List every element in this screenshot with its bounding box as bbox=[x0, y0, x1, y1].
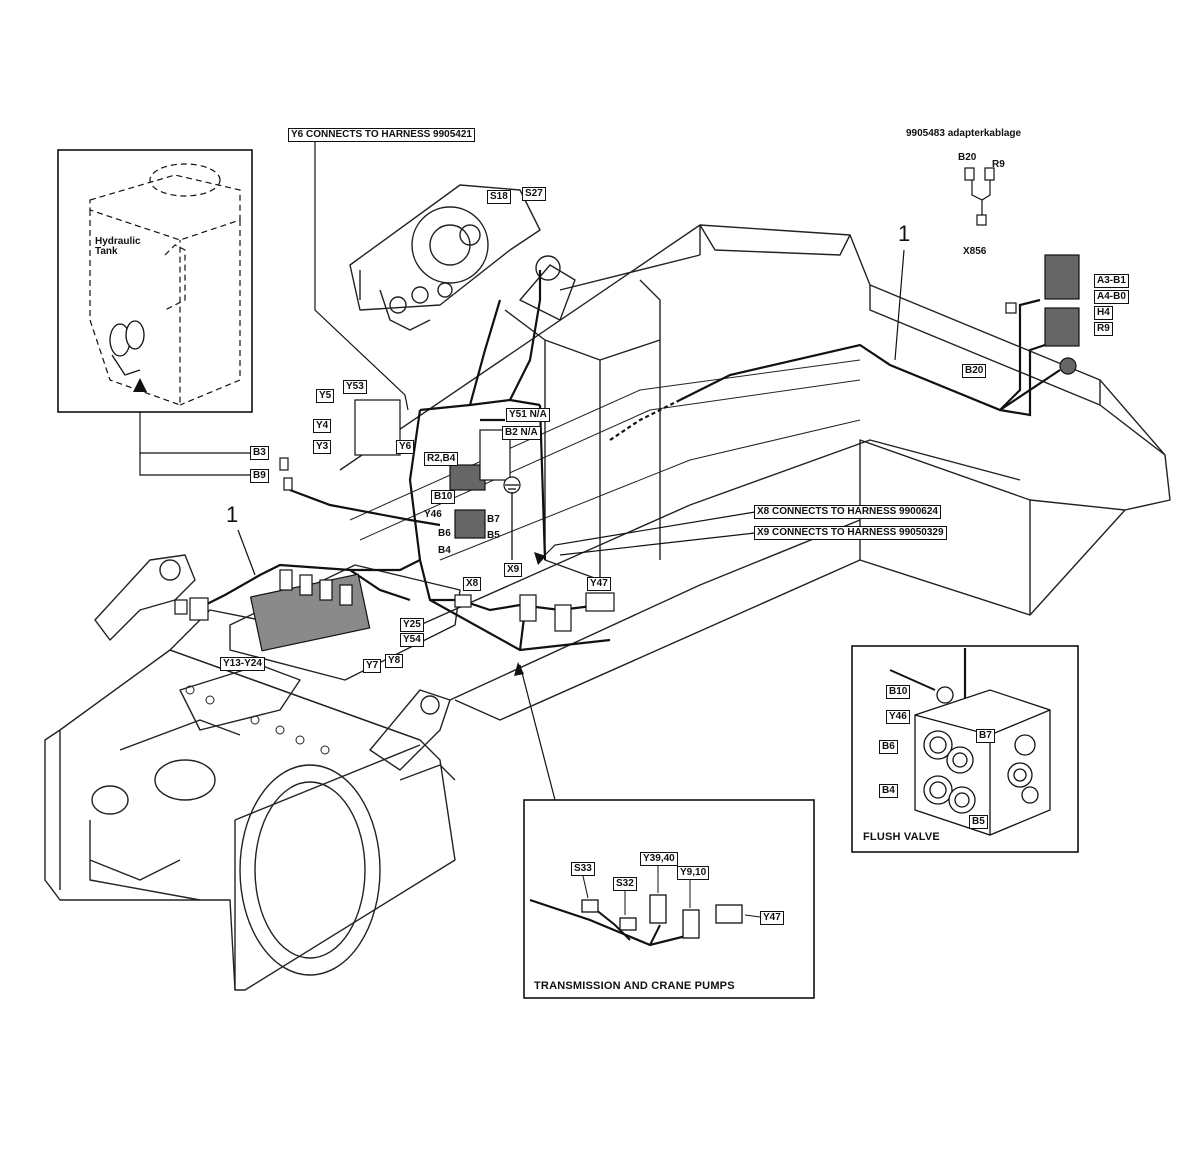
adapter-b20: B20 bbox=[958, 152, 977, 163]
pumps-label-y39-40: Y39,40 bbox=[640, 852, 678, 866]
label-b2: B2 N/A bbox=[502, 426, 541, 440]
pumps-label-y47: Y47 bbox=[760, 911, 784, 925]
label-y47: Y47 bbox=[587, 577, 611, 591]
flush-label-y46: Y46 bbox=[886, 710, 910, 724]
flush-label-b6: B6 bbox=[879, 740, 898, 754]
label-b6: B6 bbox=[438, 528, 451, 539]
hydraulic-tank-inset bbox=[57, 149, 253, 413]
label-x8: X8 bbox=[463, 577, 482, 591]
pumps-inset bbox=[523, 799, 815, 999]
adapter-title: 9905483 adapterkablage bbox=[906, 128, 1022, 139]
label-y4: Y4 bbox=[313, 419, 332, 433]
pumps-label-y9-10: Y9,10 bbox=[677, 866, 710, 880]
label-s27: S27 bbox=[522, 187, 546, 201]
label-y53: Y53 bbox=[343, 380, 367, 394]
rear-frame-outline bbox=[339, 224, 1171, 721]
front-frame-outline bbox=[44, 649, 456, 991]
label-y8: Y8 bbox=[385, 654, 404, 668]
label-y25: Y25 bbox=[400, 618, 424, 632]
label-y54: Y54 bbox=[400, 633, 424, 647]
label-b7: B7 bbox=[487, 514, 500, 525]
label-r9: R9 bbox=[1094, 322, 1113, 336]
adapter-r9: R9 bbox=[992, 159, 1005, 170]
callout-1-left: 1 bbox=[226, 502, 239, 527]
hinge-brackets bbox=[94, 554, 456, 781]
label-a4-b0: A4-B0 bbox=[1094, 290, 1129, 304]
pumps-caption: TRANSMISSION AND CRANE PUMPS bbox=[534, 980, 735, 992]
label-x9: X9 bbox=[504, 563, 523, 577]
label-r2b4: R2,B4 bbox=[424, 452, 459, 466]
label-s18: S18 bbox=[487, 190, 511, 204]
label-y51: Y51 N/A bbox=[506, 408, 550, 422]
flush-label-b4: B4 bbox=[879, 784, 898, 798]
label-b9: B9 bbox=[250, 469, 269, 483]
label-y7: Y7 bbox=[363, 659, 382, 673]
x8-harness-note: X8 CONNECTS TO HARNESS 9900624 bbox=[754, 505, 941, 519]
pump-gearbox bbox=[349, 184, 541, 331]
flush-label-b7: B7 bbox=[976, 729, 995, 743]
frame-rails bbox=[349, 359, 861, 561]
ground-symbol-icon bbox=[505, 484, 519, 560]
flush-label-b5: B5 bbox=[969, 815, 988, 829]
hydraulic-tank-title: Hydraulic Tank bbox=[95, 236, 141, 257]
label-h4: H4 bbox=[1094, 306, 1113, 320]
front-plate-holes bbox=[185, 685, 330, 755]
adapter-x856: X856 bbox=[963, 246, 987, 257]
label-b5: B5 bbox=[487, 530, 500, 541]
label-y3: Y3 bbox=[313, 440, 332, 454]
label-b20: B20 bbox=[962, 364, 987, 378]
label-a3-b1: A3-B1 bbox=[1094, 274, 1129, 288]
label-y6: Y6 bbox=[396, 440, 415, 454]
callout-1-right: 1 bbox=[898, 221, 911, 246]
pumps-label-s32: S32 bbox=[613, 877, 637, 891]
label-b4: B4 bbox=[438, 545, 451, 556]
label-y5: Y5 bbox=[316, 389, 335, 403]
label-b10: B10 bbox=[431, 490, 456, 504]
label-y13-y24: Y13-Y24 bbox=[220, 657, 265, 671]
flush-valve-caption: FLUSH VALVE bbox=[863, 831, 940, 843]
pumps-label-s33: S33 bbox=[571, 862, 595, 876]
frame-column bbox=[504, 255, 661, 581]
connectors bbox=[174, 167, 1080, 652]
y6-harness-note: Y6 CONNECTS TO HARNESS 9905421 bbox=[288, 128, 475, 142]
x9-harness-note: X9 CONNECTS TO HARNESS 99050329 bbox=[754, 526, 947, 540]
label-b3: B3 bbox=[250, 446, 269, 460]
label-y46: Y46 bbox=[424, 509, 442, 520]
flush-label-b10: B10 bbox=[886, 685, 911, 699]
